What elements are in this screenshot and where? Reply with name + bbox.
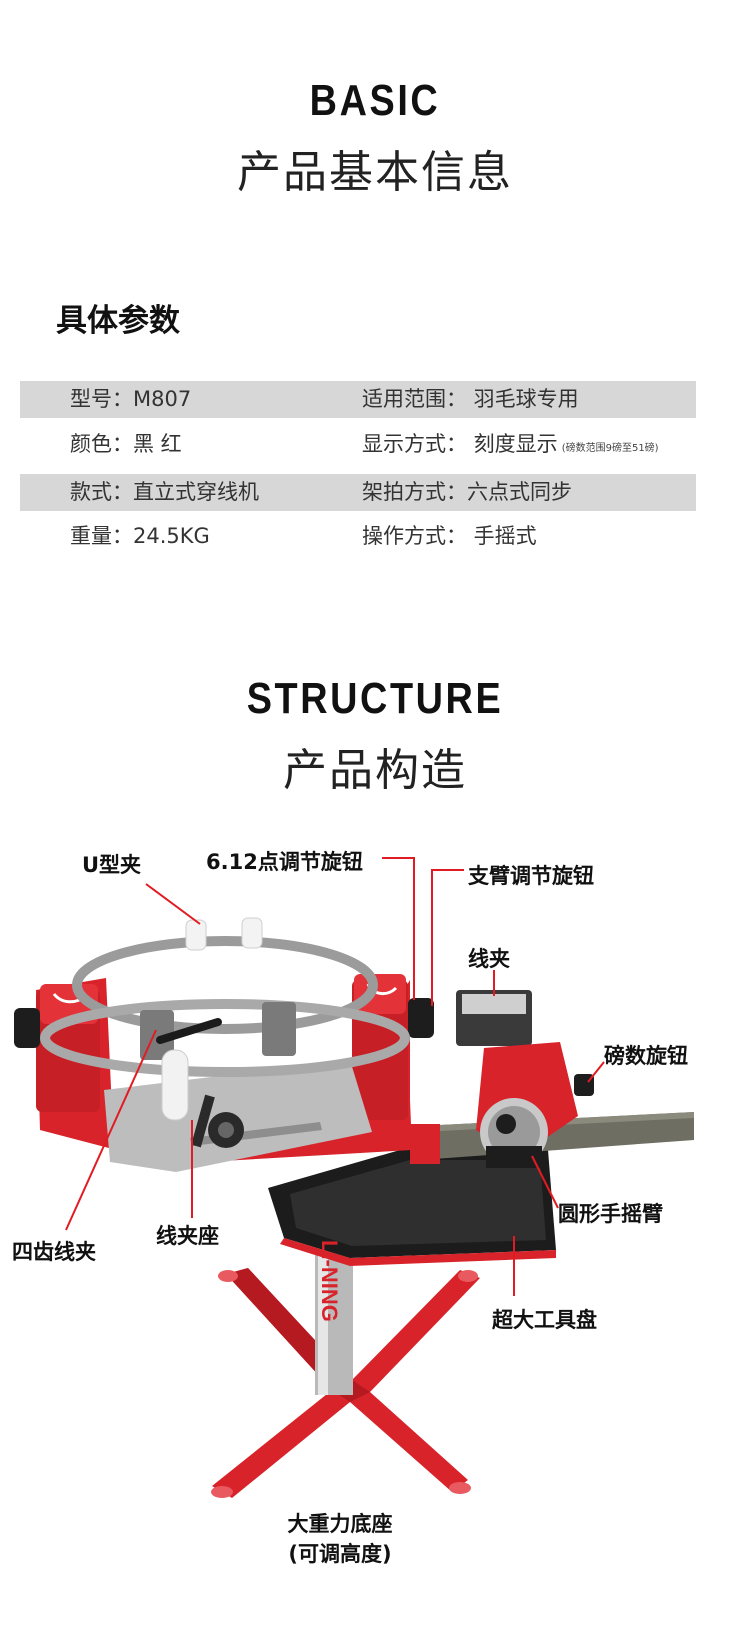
callout-u-clamp — [145, 883, 201, 925]
spec-display-value: 显示方式： 刻度显示 — [362, 432, 558, 456]
spec-row: 颜色：黑 红 显示方式： 刻度显示(磅数范围9磅至51磅) — [20, 426, 696, 463]
spec-scope: 适用范围： 羽毛球专用 — [362, 387, 579, 411]
label-tool-tray: 超大工具盘 — [492, 1308, 597, 1332]
spec-mount: 架拍方式：六点式同步 — [362, 480, 572, 504]
brand-text: LI-NING — [317, 1240, 342, 1322]
structure-title-en: STRUCTURE — [246, 674, 504, 723]
spec-row: 型号：M807 适用范围： 羽毛球专用 — [20, 381, 696, 418]
spec-model: 型号：M807 — [70, 387, 192, 411]
callout-lines — [65, 857, 605, 1296]
callout-arm-knob — [431, 869, 464, 1006]
specs-heading: 具体参数 — [56, 303, 180, 339]
label-crank-arm: 圆形手摇臂 — [558, 1202, 663, 1226]
spec-color: 颜色：黑 红 — [70, 432, 182, 456]
structure-title-cn: 产品构造 — [283, 745, 467, 796]
spec-row: 重量：24.5KG 操作方式： 手摇式 — [20, 518, 696, 555]
spec-operation: 操作方式： 手摇式 — [362, 524, 537, 548]
label-base-line2: (可调高度) — [288, 1542, 392, 1566]
tension-head — [456, 990, 594, 1168]
basic-title-en: BASIC — [309, 76, 441, 125]
basic-title-cn: 产品基本信息 — [237, 147, 513, 198]
spec-row: 款式：直立式穿线机 架拍方式：六点式同步 — [20, 474, 696, 511]
label-arm-knob: 支臂调节旋钮 — [468, 864, 594, 888]
label-tension-knob: 磅数旋钮 — [604, 1044, 688, 1068]
label-string-clamp: 线夹 — [468, 947, 510, 971]
callout-crank-arm — [531, 1155, 559, 1209]
label-base-line1: 大重力底座 — [287, 1512, 393, 1536]
spec-display: 显示方式： 刻度显示(磅数范围9磅至51磅) — [362, 426, 659, 467]
racket-mount-frame — [40, 917, 410, 1077]
clamp-assembly — [140, 1002, 296, 1148]
label-clamp-base: 线夹座 — [156, 1224, 219, 1248]
spec-style: 款式：直立式穿线机 — [70, 480, 259, 504]
spec-weight: 重量：24.5KG — [70, 524, 210, 548]
label-knob-6-12: 6.12点调节旋钮 — [206, 850, 363, 874]
callout-tension-knob — [587, 1061, 605, 1083]
spec-display-note: (磅数范围9磅至51磅) — [561, 443, 659, 454]
callout-four-tooth-clamp — [65, 1029, 157, 1231]
label-u-clamp: U型夹 — [82, 853, 142, 877]
label-four-tooth-clamp: 四齿线夹 — [12, 1240, 96, 1264]
tool-tray — [268, 1150, 556, 1266]
callout-knob-6-12 — [382, 857, 415, 1000]
